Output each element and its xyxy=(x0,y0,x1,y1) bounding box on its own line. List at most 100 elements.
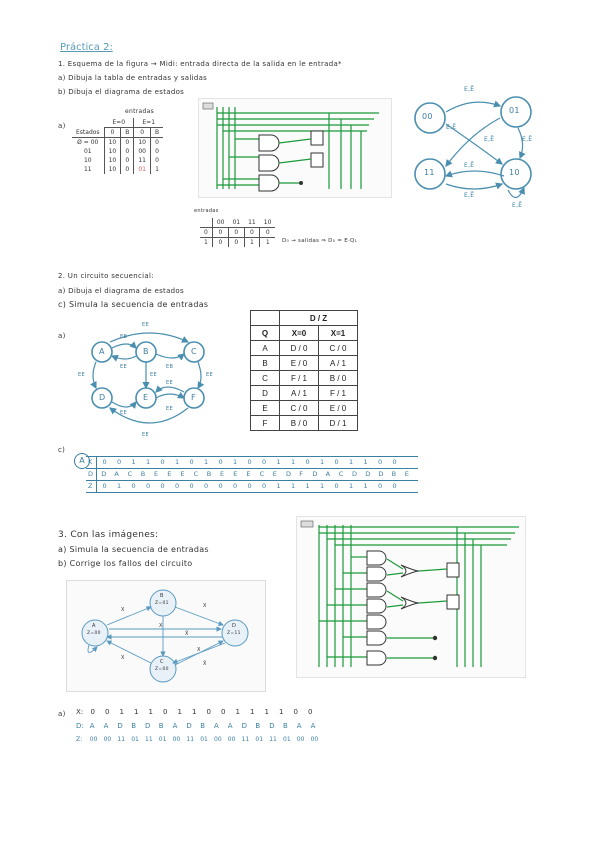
state-node-output: Z=01 xyxy=(155,601,169,606)
sequence-cell: 1 xyxy=(276,482,281,490)
karnaugh-cell: 0 xyxy=(228,227,245,238)
table-header: 0 xyxy=(104,127,121,138)
ex1-state-diagram: 00 01 11 10 E,Ē E,Ē E,Ē E,Ē E,Ē E,Ē E,Ē xyxy=(408,82,538,214)
edge-label: X xyxy=(121,655,125,661)
sequence-cell: 1 xyxy=(349,458,354,466)
table-cell: 10 xyxy=(108,139,117,146)
sequence-cell: K xyxy=(88,458,93,466)
ex1-truth-table: E=0 E=1 Estados 0 B 0 B Ø = 00 10 0 10 0… xyxy=(72,118,164,174)
sequence-cell: 0 xyxy=(105,708,110,716)
karnaugh-top-label: entradas xyxy=(194,208,219,214)
sequence-cell: 0 xyxy=(90,708,95,716)
ex1-statement: 1. Esquema de la figura → Midi: entrada … xyxy=(58,60,342,68)
karnaugh-col: 10 xyxy=(259,218,276,228)
dz-cell: C xyxy=(250,370,280,386)
state-label: D xyxy=(99,393,106,402)
sequence-cell: D xyxy=(241,722,247,730)
karnaugh-map: 00 01 11 10 0 0 0 0 0 1 0 0 1 1 xyxy=(200,218,276,247)
karnaugh-cell: 0 xyxy=(228,237,245,247)
dz-cell: D xyxy=(250,385,280,401)
state-node-name: A xyxy=(92,623,96,629)
sequence-cell: 11 xyxy=(241,736,250,743)
sequence-cell: B xyxy=(283,722,288,730)
sequence-cell: 11 xyxy=(269,736,277,743)
sequence-cell: D xyxy=(88,470,94,478)
sequence-cell: E xyxy=(220,470,225,478)
sequence-cell: Z xyxy=(88,482,93,490)
dz-cell: A / 1 xyxy=(279,385,319,401)
sequence-cell: 01 xyxy=(200,736,208,743)
sequence-cell: 01 xyxy=(158,736,167,743)
sequence-cell: B xyxy=(158,722,164,730)
sequence-cell: A xyxy=(172,722,178,730)
sequence-cell: 00 xyxy=(214,736,222,743)
sequence-cell: D xyxy=(269,722,275,730)
karnaugh-cell: 0 xyxy=(265,229,270,236)
table-header: 0 xyxy=(133,127,151,138)
sequence-cell: A xyxy=(325,470,331,478)
sequence-cell: C xyxy=(338,470,344,478)
karnaugh-cell: 0 xyxy=(244,227,261,238)
karnaugh-col: 01 xyxy=(228,218,245,228)
sequence-cell: D: xyxy=(76,722,84,730)
state-label: F xyxy=(191,393,196,402)
table-cell: 10 xyxy=(72,156,105,165)
sequence-cell: 0 xyxy=(102,458,107,466)
sequence-cell: A xyxy=(114,470,119,478)
sequence-cell: 0 xyxy=(189,482,194,490)
sequence-cell: A xyxy=(103,722,109,730)
state-label: B xyxy=(143,347,149,356)
table-group: E=1 xyxy=(133,118,164,128)
sequence-cell: 0 xyxy=(131,482,136,490)
sequence-cell: D xyxy=(286,470,292,478)
ex2-question-c: c) Simula la secuencia de entradas xyxy=(58,300,209,309)
sequence-cell: 1 xyxy=(320,482,325,490)
sequence-cell: D xyxy=(145,722,151,730)
sequence-cell: 1 xyxy=(363,458,368,466)
edge-label: X xyxy=(197,647,201,653)
karnaugh-note: D₀ → salidas ⇒ D₀ = E·Q₁ xyxy=(282,238,358,244)
sequence-cell: A xyxy=(296,722,302,730)
edge-label: EE xyxy=(120,410,127,416)
state-node-output: Z=00 xyxy=(87,631,101,636)
sequence-cell: Z: xyxy=(76,736,83,743)
sequence-cell: 11 xyxy=(145,736,153,743)
table-cell-highlight: 01 xyxy=(133,165,151,174)
sequence-cell: A xyxy=(310,722,316,730)
sequence-cell: 0 xyxy=(305,458,310,466)
sequence-cell: D xyxy=(312,470,318,478)
sequence-cell: 1 xyxy=(279,708,284,716)
sequence-cell: 1 xyxy=(148,708,153,716)
sequence-cell: 0 xyxy=(392,482,397,490)
table-cell: Ø = 00 xyxy=(72,137,105,147)
edge-label: E,Ē xyxy=(512,202,523,209)
ex2-state-diagram: A B C D E F EE EB EE EB EE EE EE EE EE E… xyxy=(70,320,230,442)
ex2-question-a: a) Dibuja el diagrama de estados xyxy=(58,287,184,295)
table-cell: 10 xyxy=(108,166,117,173)
ex2-answer-c-label: c) xyxy=(58,446,66,454)
sequence-cell: 1 xyxy=(349,482,354,490)
table-group: E=0 xyxy=(104,118,134,128)
sequence-cell: 1 xyxy=(131,458,136,466)
ex3-state-diagram: B Z=01 A Z=00 D Z=11 C Z=00 X X X X̄ X X… xyxy=(66,580,266,692)
sequence-cell: D xyxy=(101,470,107,478)
sequence-cell: 00 xyxy=(310,736,319,743)
state-node-output: Z=11 xyxy=(227,631,241,636)
ex1-question-b: b) Dibuja el diagrama de estados xyxy=(58,88,185,96)
sequence-cell: 0 xyxy=(334,482,339,490)
table-cell: 11 xyxy=(133,156,151,165)
sequence-cell: 0 xyxy=(392,458,397,466)
sequence-cell: 0 xyxy=(262,458,267,466)
dz-cell: E xyxy=(250,400,280,416)
sequence-cell: 0 xyxy=(308,708,313,716)
sequence-cell: 0 xyxy=(334,458,339,466)
sequence-cell: 01 xyxy=(283,736,291,743)
ex2-answer-a-label: a) xyxy=(58,332,66,340)
sequence-cell: E xyxy=(404,470,409,478)
sequence-cell: E xyxy=(272,470,277,478)
sequence-cell: 1 xyxy=(175,458,180,466)
sequence-cell: 0 xyxy=(102,482,107,490)
dz-cell: B / 0 xyxy=(279,415,319,431)
sequence-cell: 0 xyxy=(218,458,223,466)
